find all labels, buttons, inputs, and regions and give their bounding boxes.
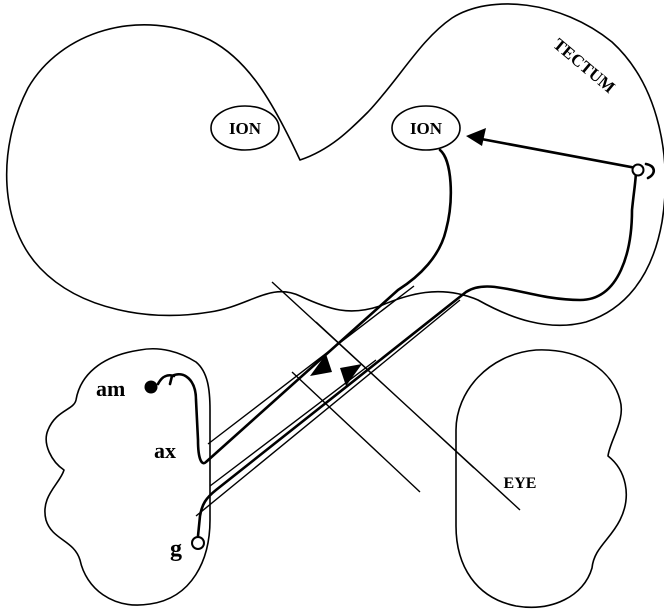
ax-label: ax — [154, 438, 176, 463]
eye-left-outline — [44, 347, 211, 606]
ion-left-label: ION — [229, 119, 262, 138]
tectal-cell-body — [631, 163, 645, 177]
ion-right-label: ION — [410, 119, 443, 138]
am-terminal — [156, 373, 176, 386]
brain-outline — [5, 3, 664, 327]
am-label: am — [96, 376, 125, 401]
tecto-isthmic-arrowhead — [466, 128, 486, 146]
afferent-fiber — [196, 168, 638, 538]
eye-label: EYE — [504, 475, 537, 492]
efferent-arrowhead — [310, 354, 332, 376]
tectum-label: TECTUM — [549, 35, 618, 98]
eye-right-outline — [455, 349, 628, 608]
ion-right-oval — [391, 105, 461, 151]
ion-left-oval — [210, 105, 280, 151]
afferent-arrowhead — [340, 364, 362, 386]
am-cell-body — [144, 380, 158, 394]
ganglion-cell-body — [191, 536, 205, 550]
tecto-isthmic-fiber — [474, 136, 638, 170]
g-label: g — [170, 536, 182, 562]
optic-nerve-right-to-left — [271, 281, 521, 511]
efferent-fiber — [168, 148, 453, 465]
tectal-terminal — [644, 162, 656, 180]
